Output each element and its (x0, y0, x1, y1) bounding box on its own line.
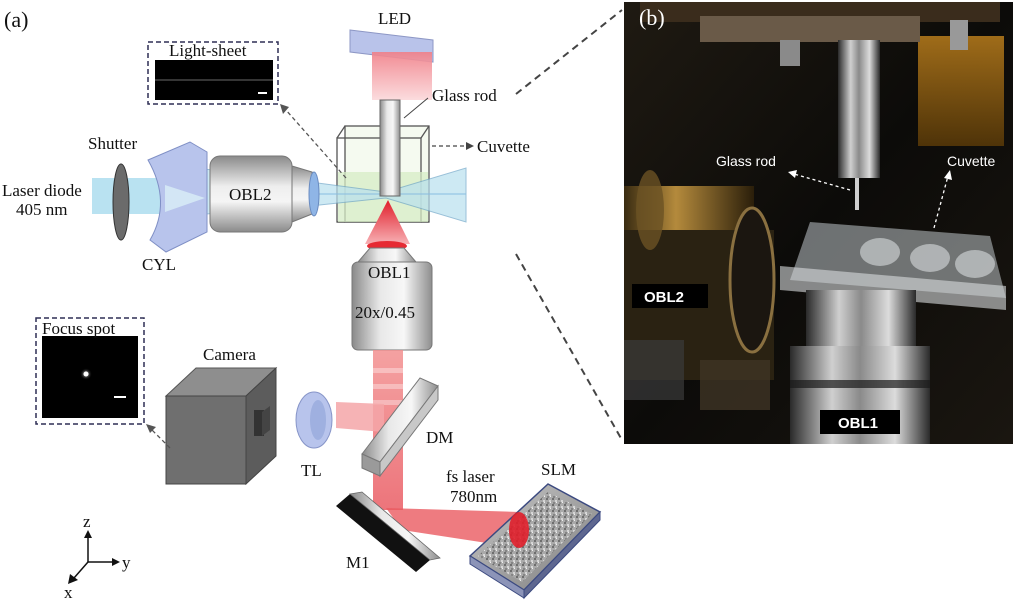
led (349, 29, 434, 100)
photo-obl2-tag (632, 284, 708, 308)
objective-spec: 20x/0.45 (355, 303, 415, 322)
fs-laser-label-2: 780nm (450, 487, 497, 506)
light-sheet-pointer (285, 109, 347, 179)
focus-spot-inset (35, 317, 145, 425)
camera-label: Camera (203, 345, 256, 364)
laser-diode-label-2: 405 nm (16, 200, 67, 219)
connector-bottom (515, 253, 623, 441)
panel-label-b: (b) (639, 5, 665, 30)
camera-arrowhead (146, 424, 156, 433)
slm (468, 483, 602, 600)
photo-panel (624, 2, 1013, 444)
photo-cuvette-arrowhead (944, 170, 952, 180)
photo-obl2-label: OBL2 (644, 289, 684, 306)
photo-glass-rod-label: Glass rod (716, 153, 776, 169)
shutter (112, 163, 130, 241)
glass-rod-label: Glass rod (432, 86, 497, 105)
cuvette-arrowhead (466, 142, 474, 150)
axis-x-label: x (64, 583, 73, 602)
obl2-label: OBL2 (229, 185, 272, 204)
photo-cuvette-label: Cuvette (947, 153, 995, 169)
slm-label: SLM (541, 460, 576, 479)
glass-rod-arrow (403, 97, 429, 119)
dm-mirror (361, 377, 439, 478)
tl-label: TL (301, 461, 322, 480)
axis-z-label: z (83, 512, 91, 531)
panel-label-a: (a) (4, 7, 28, 32)
axes-triad (68, 530, 120, 584)
dm-label: DM (426, 428, 453, 447)
photo-obl1-label: OBL1 (838, 415, 878, 432)
obl1-label: OBL1 (368, 263, 411, 282)
camera-pointer (151, 429, 171, 449)
m1-mirror (336, 491, 441, 572)
light-sheet-inset (147, 41, 279, 105)
focus-spot-label: Focus spot (42, 319, 115, 338)
glass-rod (379, 99, 401, 197)
tl-lens (295, 391, 333, 449)
photo-obl1-tag (820, 410, 900, 434)
cuvette-label: Cuvette (477, 137, 530, 156)
cyl-lens (147, 141, 208, 253)
obl1-objective (351, 241, 433, 351)
light-sheet-arrowhead (280, 104, 289, 114)
photo-glass-rod-pointer (793, 173, 851, 191)
laser-diode-label-1: Laser diode (2, 181, 82, 200)
led-label: LED (378, 9, 411, 28)
camera (164, 366, 278, 486)
connector-top (515, 9, 623, 95)
photo-glass-rod-arrowhead (788, 170, 797, 178)
photo-cuvette-pointer (933, 175, 949, 229)
light-sheet-label: Light-sheet (169, 41, 247, 60)
axis-y-label: y (122, 553, 131, 572)
shutter-label: Shutter (88, 134, 137, 153)
fs-focus-cone (365, 200, 410, 244)
m1-label: M1 (346, 553, 370, 572)
obl2-objective (209, 155, 320, 233)
fs-laser-label-1: fs laser (446, 467, 495, 486)
cyl-label: CYL (142, 255, 176, 274)
